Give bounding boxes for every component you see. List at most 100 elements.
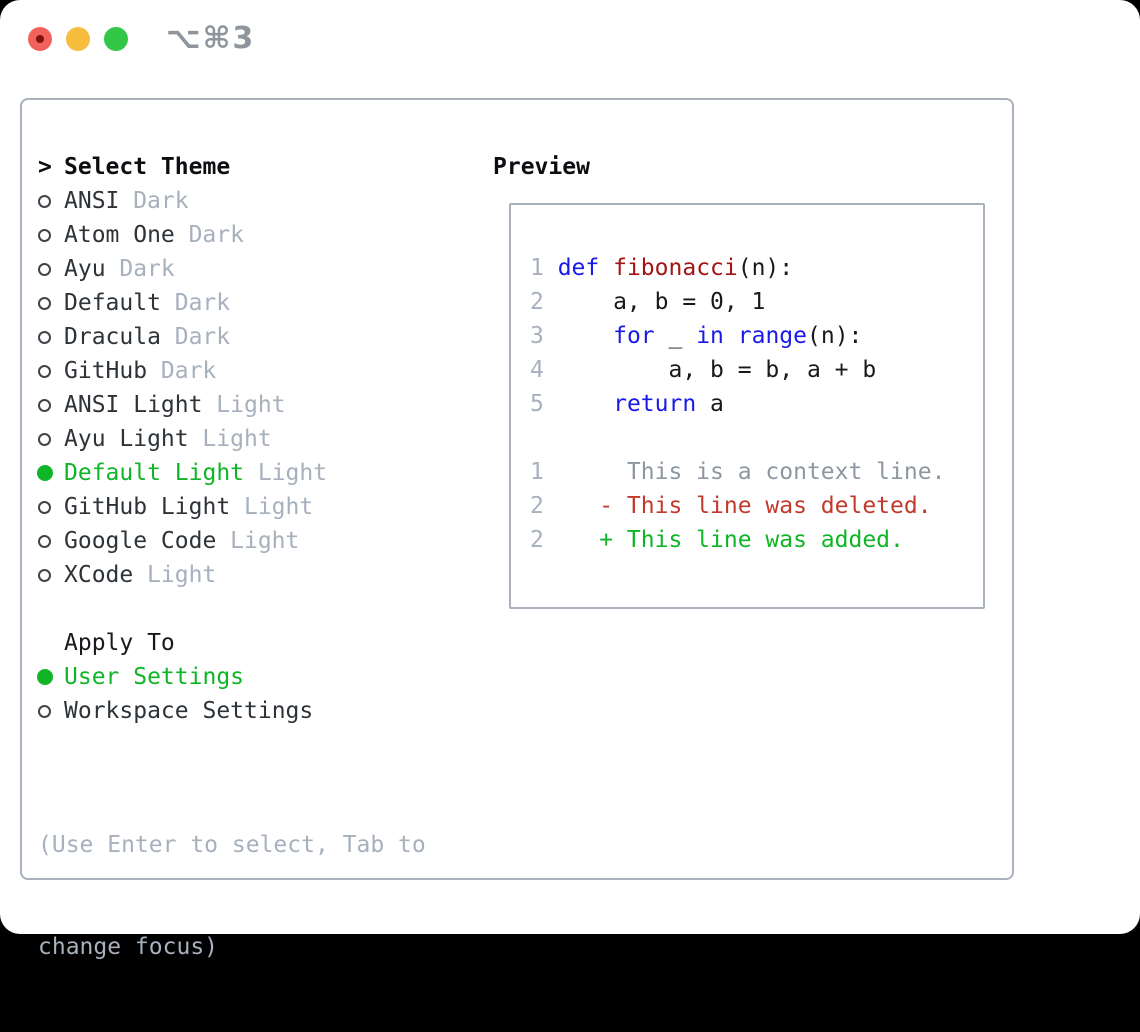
code-segment: for bbox=[613, 323, 655, 349]
line-number: 3 bbox=[530, 323, 544, 349]
theme-name: Google Code bbox=[64, 528, 216, 554]
line-number: 2 bbox=[530, 289, 544, 315]
hint-line: change focus) bbox=[38, 930, 426, 964]
radio-unselected-icon bbox=[38, 331, 51, 344]
apply-target-name: Workspace Settings bbox=[64, 698, 313, 724]
code-segment: _ bbox=[655, 323, 697, 349]
theme-name: Dracula bbox=[64, 324, 161, 350]
line-number: 5 bbox=[530, 391, 544, 417]
code-segment bbox=[724, 323, 738, 349]
theme-variant-tag: Light bbox=[244, 494, 313, 520]
code-segment: range bbox=[738, 323, 807, 349]
theme-option-github-dark[interactable]: GitHub Dark bbox=[38, 354, 327, 388]
theme-picker-panel: > Select Theme ANSI Dark Atom One Dark A… bbox=[20, 98, 1014, 880]
zoom-button[interactable] bbox=[104, 27, 128, 51]
theme-variant-tag: Dark bbox=[189, 222, 244, 248]
theme-option-atom-one-dark[interactable]: Atom One Dark bbox=[38, 218, 327, 252]
radio-unselected-icon bbox=[38, 263, 51, 276]
code-line: 4 a, b = b, a + b bbox=[530, 353, 945, 387]
theme-name: XCode bbox=[64, 562, 133, 588]
keyboard-hint: (Use Enter to select, Tab to change focu… bbox=[38, 760, 426, 1032]
theme-option-dracula-dark[interactable]: Dracula Dark bbox=[38, 320, 327, 354]
theme-name: Atom One bbox=[64, 222, 175, 248]
radio-selected-icon bbox=[37, 465, 53, 481]
code-segment: in bbox=[696, 323, 724, 349]
code-segment: a, b = 0, 1 bbox=[544, 289, 766, 315]
theme-name: ANSI Light bbox=[64, 392, 202, 418]
theme-option-ayu-dark[interactable]: Ayu Dark bbox=[38, 252, 327, 286]
code-line: 5 return a bbox=[530, 387, 945, 421]
line-number: 1 bbox=[530, 459, 544, 485]
theme-name: Ayu Light bbox=[64, 426, 189, 452]
diff-deleted-line: 2 - This line was deleted. bbox=[530, 489, 945, 523]
theme-variant-tag: Light bbox=[147, 562, 216, 588]
code-segment: This is a context line. bbox=[544, 459, 946, 485]
theme-variant-tag: Light bbox=[230, 528, 299, 554]
code-segment bbox=[544, 255, 558, 281]
select-theme-header: > Select Theme bbox=[38, 150, 327, 184]
radio-unselected-icon bbox=[38, 195, 51, 208]
theme-name: Ayu bbox=[64, 256, 106, 282]
theme-option-github-light[interactable]: GitHub Light Light bbox=[38, 490, 327, 524]
code-line: 2 a, b = 0, 1 bbox=[530, 285, 945, 319]
apply-option-workspace-settings[interactable]: Workspace Settings bbox=[38, 694, 327, 728]
theme-variant-tag: Light bbox=[216, 392, 285, 418]
radio-unselected-icon bbox=[38, 705, 51, 718]
section-title: Select Theme bbox=[64, 154, 230, 180]
close-button[interactable] bbox=[28, 27, 52, 51]
prompt-icon: > bbox=[38, 154, 64, 180]
code-sample: 1 def fibonacci (n): 2 a, b = 0, 1 3 for bbox=[530, 251, 945, 557]
code-segment: + This line was added. bbox=[544, 527, 904, 553]
theme-name: GitHub bbox=[64, 358, 147, 384]
theme-variant-tag: Light bbox=[258, 460, 327, 486]
diff-added-line: 2 + This line was added. bbox=[530, 523, 945, 557]
theme-name: GitHub Light bbox=[64, 494, 230, 520]
code-segment: a bbox=[696, 391, 724, 417]
line-number: 4 bbox=[530, 357, 544, 383]
section-title: Apply To bbox=[64, 630, 175, 656]
theme-variant-tag: Dark bbox=[175, 324, 230, 350]
hint-line: (Use Enter to select, Tab to bbox=[38, 828, 426, 862]
radio-unselected-icon bbox=[38, 569, 51, 582]
diff-context-line: 1 This is a context line. bbox=[530, 455, 945, 489]
code-segment: - This line was deleted. bbox=[544, 493, 932, 519]
preview-pane: 1 def fibonacci (n): 2 a, b = 0, 1 3 for bbox=[509, 203, 985, 609]
window-title: ⌥⌘3 bbox=[166, 21, 255, 56]
code-segment: (n): bbox=[807, 323, 862, 349]
theme-option-ansi-dark[interactable]: ANSI Dark bbox=[38, 184, 327, 218]
theme-option-default-dark[interactable]: Default Dark bbox=[38, 286, 327, 320]
app-window: ⌥⌘3 > Select Theme ANSI Dark Atom One Da… bbox=[0, 0, 1140, 934]
radio-unselected-icon bbox=[38, 229, 51, 242]
theme-option-ayu-light[interactable]: Ayu Light Light bbox=[38, 422, 327, 456]
code-segment: def bbox=[558, 255, 600, 281]
theme-variant-tag: Dark bbox=[175, 290, 230, 316]
theme-list: > Select Theme ANSI Dark Atom One Dark A… bbox=[38, 150, 327, 728]
theme-name: ANSI bbox=[64, 188, 119, 214]
code-segment bbox=[544, 391, 613, 417]
apply-to-header: Apply To bbox=[38, 626, 327, 660]
theme-option-google-code[interactable]: Google Code Light bbox=[38, 524, 327, 558]
radio-unselected-icon bbox=[38, 399, 51, 412]
theme-variant-tag: Dark bbox=[119, 256, 174, 282]
minimize-button[interactable] bbox=[66, 27, 90, 51]
preview-title: Preview bbox=[493, 150, 590, 184]
apply-target-name: User Settings bbox=[64, 664, 244, 690]
code-line-blank bbox=[530, 421, 945, 455]
code-segment: return bbox=[613, 391, 696, 417]
line-number: 1 bbox=[530, 255, 544, 281]
code-line: 1 def fibonacci (n): bbox=[530, 251, 945, 285]
radio-unselected-icon bbox=[38, 433, 51, 446]
list-gap bbox=[38, 592, 327, 626]
theme-option-ansi-light[interactable]: ANSI Light Light bbox=[38, 388, 327, 422]
theme-option-default-light[interactable]: Default Light Light bbox=[38, 456, 327, 490]
code-segment bbox=[544, 323, 613, 349]
apply-option-user-settings[interactable]: User Settings bbox=[38, 660, 327, 694]
code-segment: fibonacci bbox=[613, 255, 738, 281]
radio-unselected-icon bbox=[38, 365, 51, 378]
radio-unselected-icon bbox=[38, 501, 51, 514]
code-segment: (n): bbox=[738, 255, 793, 281]
theme-option-xcode[interactable]: XCode Light bbox=[38, 558, 327, 592]
theme-variant-tag: Dark bbox=[133, 188, 188, 214]
line-number: 2 bbox=[530, 493, 544, 519]
code-segment: a, b = b, a + b bbox=[544, 357, 876, 383]
